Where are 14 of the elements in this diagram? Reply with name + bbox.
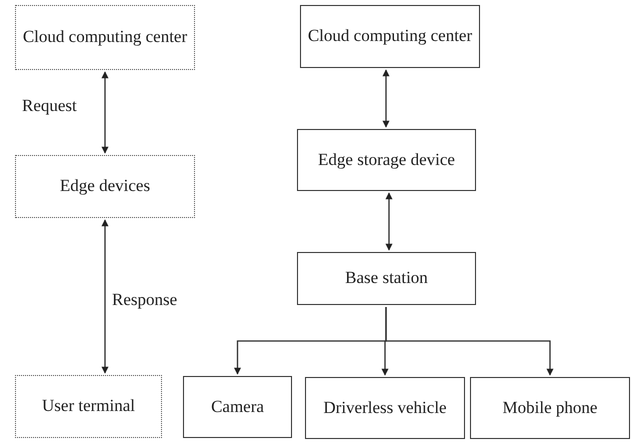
process-box: Base station xyxy=(297,252,476,305)
process-box: Mobile phone xyxy=(470,377,630,439)
process-box: Edge storage device xyxy=(297,129,476,191)
process-box: Cloud computing center xyxy=(15,5,195,70)
process-box: Edge devices xyxy=(15,155,195,218)
arrow xyxy=(386,192,392,251)
arrow xyxy=(382,69,390,128)
arrow xyxy=(102,71,108,154)
process-box: Driverless vehicle xyxy=(305,377,465,439)
process-box: User terminal xyxy=(15,375,162,438)
process-box: Cloud computing center xyxy=(300,5,480,68)
arrow xyxy=(102,219,108,374)
arrow xyxy=(385,307,554,376)
process-box: Camera xyxy=(183,376,292,438)
